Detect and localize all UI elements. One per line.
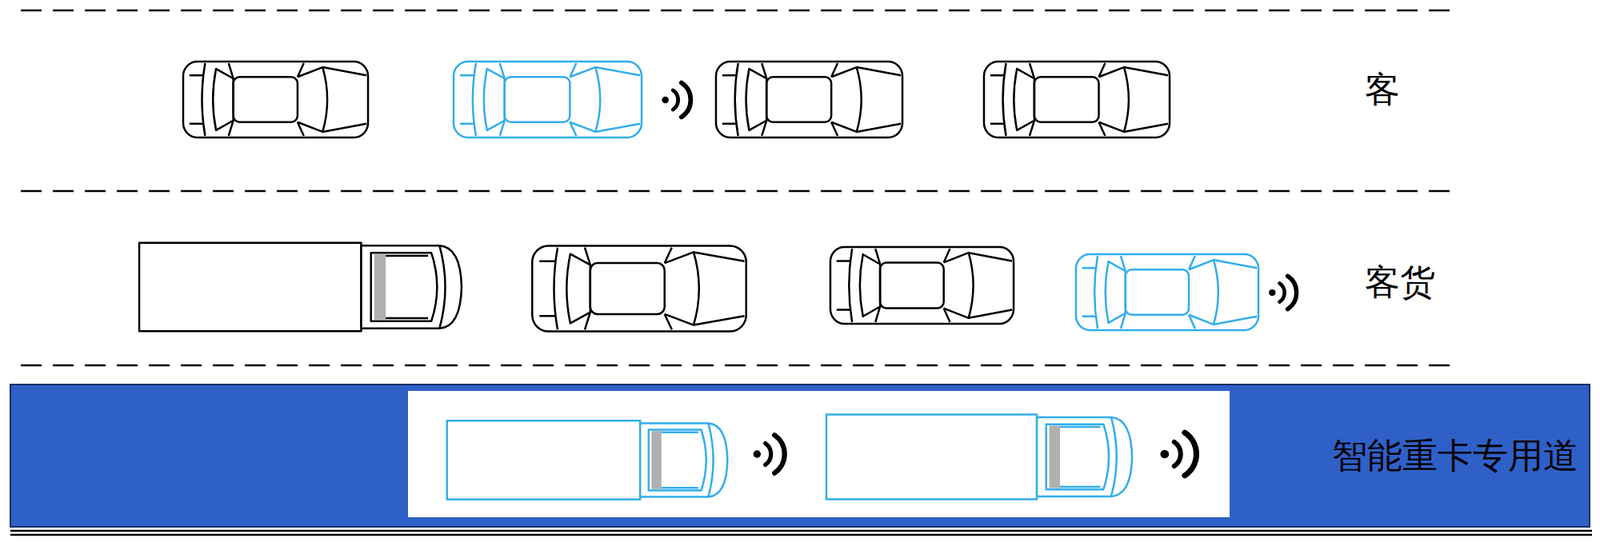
- platoon-inset: [408, 391, 1230, 518]
- lane-dividers: [20, 10, 1455, 366]
- lane-label: 客货: [1364, 263, 1436, 302]
- road-edge: [10, 531, 1592, 536]
- smart-truck-platoon: [447, 414, 1197, 500]
- mixed-lane-vehicles: [139, 243, 1297, 332]
- lane-name: 智能重卡专用道: [1332, 436, 1579, 476]
- passenger-lane-cars: [183, 61, 1170, 138]
- dedicated-lane-band: [10, 384, 1590, 528]
- lane-band: 智能重卡专用道: [10, 384, 1590, 528]
- lane-label: 客: [1364, 70, 1400, 109]
